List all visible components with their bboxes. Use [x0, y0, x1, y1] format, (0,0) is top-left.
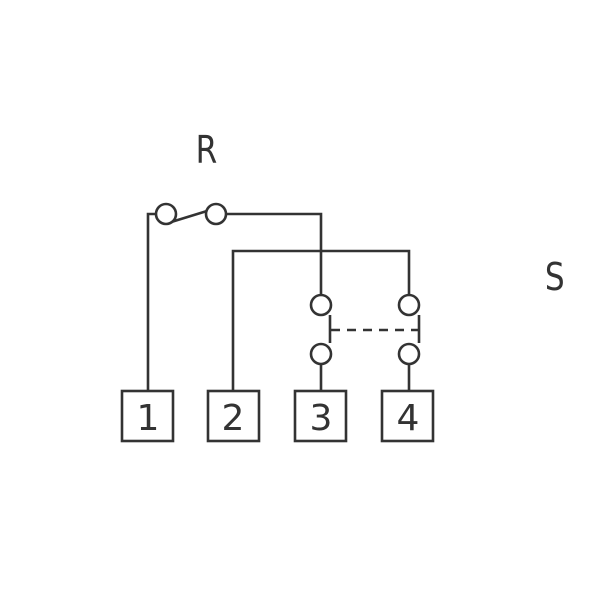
s-contact-top-left [309, 293, 333, 317]
s-contact-bottom-left [309, 342, 333, 366]
terminal-3-label: 3 [310, 398, 333, 439]
wire-terminal-2 [231, 249, 411, 391]
terminal-4-label: 4 [397, 398, 420, 439]
terminal-2-label: 2 [222, 398, 245, 439]
terminal-4-box [380, 389, 435, 443]
r-contact-left [154, 202, 178, 226]
wire-r-to-s [226, 212, 323, 295]
terminal-1-label: 1 [137, 398, 160, 439]
terminal-3-box [293, 389, 348, 443]
wire-terminal-1 [146, 212, 156, 391]
terminal-1-box [120, 389, 175, 443]
s-contact-top-right [397, 293, 421, 317]
label-r: R [196, 129, 218, 173]
s-contact-bottom-right [397, 342, 421, 366]
label-s: S [545, 256, 565, 300]
terminal-2-box [206, 389, 261, 443]
r-contact-right [204, 202, 228, 226]
